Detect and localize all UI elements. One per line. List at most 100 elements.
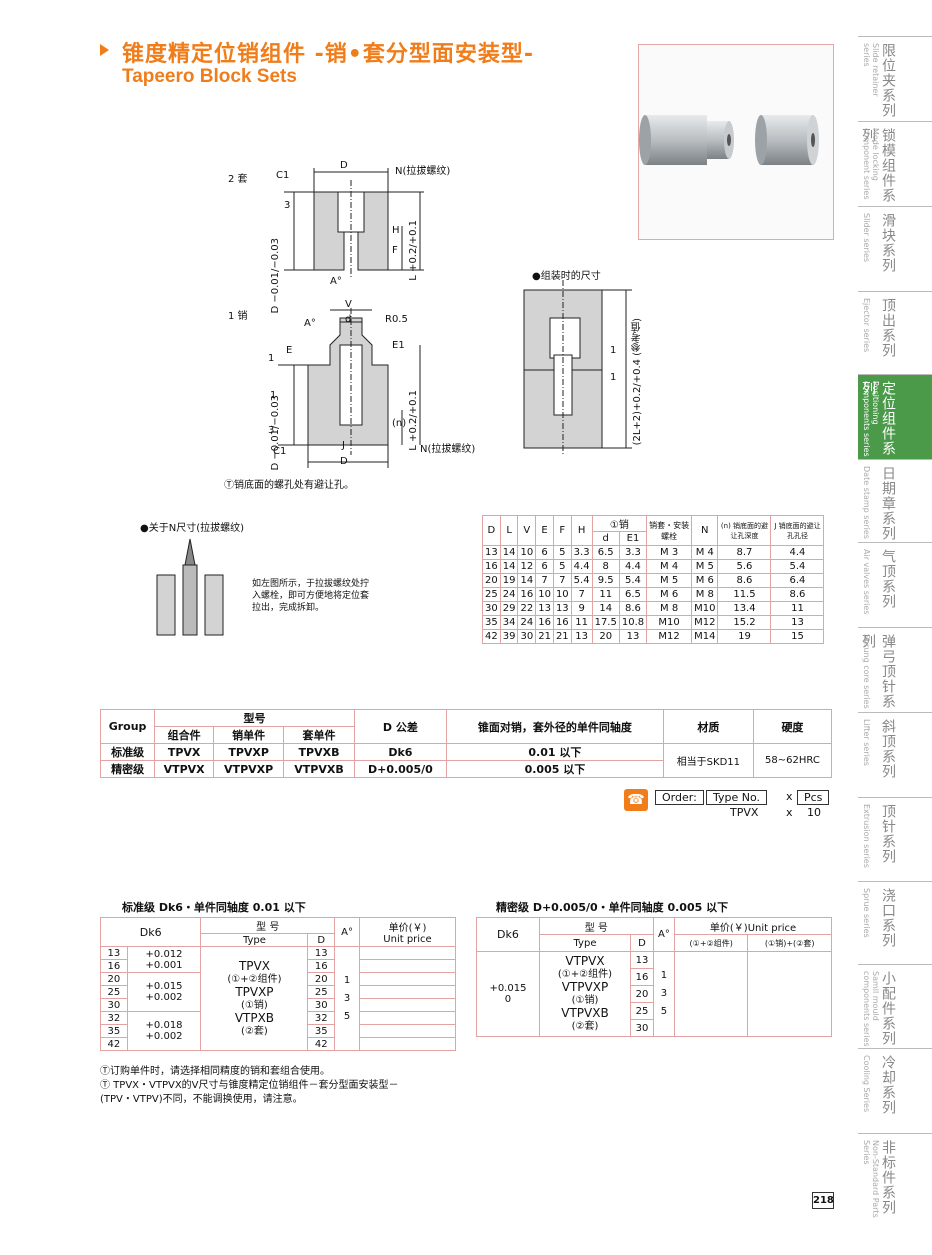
label-l-tol-bottom: L +0.2/+0.1: [408, 390, 419, 451]
dimension-table: D L V E F H ①销 销套・安装螺栓 N (n) 销底面的避让孔深度 J…: [482, 515, 825, 644]
order-type-no: Type No.: [706, 790, 768, 805]
technical-drawing: [278, 168, 632, 468]
std-caption: 标准级 Dk6・单件同轴度 0.01 以下: [122, 901, 306, 914]
assembly-dim: (2L+2)+0.2/+0.4 (参考值): [632, 318, 643, 446]
side-tab[interactable]: 顶出系列 Ejector series: [858, 291, 932, 375]
side-tab-label-en: Samll mould components series: [862, 971, 880, 1047]
side-tab-label-en: Sprung core series: [862, 634, 871, 709]
label-a-top: A°: [330, 276, 342, 287]
label-j: J: [342, 440, 345, 451]
side-tab[interactable]: 气顶系列 Air valves series: [858, 542, 932, 628]
label-c1-top: C1: [276, 170, 290, 181]
label-d-top: D: [340, 160, 348, 171]
side-tab-label-en: Cooling Series: [862, 1055, 871, 1113]
product-photo: [638, 44, 834, 240]
page-title: 锥度精定位销组件 -销•套分型面安装型-: [122, 42, 534, 67]
side-tab-label: 弹弓顶针系列: [860, 634, 896, 709]
side-tab-label: 锁模组件系列: [860, 128, 896, 203]
side-tab[interactable]: 冷却系列 Cooling Series: [858, 1048, 932, 1134]
side-tab-label-en: Positioning components series: [862, 381, 880, 457]
label-3-top: 3: [284, 200, 291, 211]
side-tab-label-en: Non-Standard Parts Series: [862, 1140, 880, 1218]
prec-caption: 精密级 D+0.005/0・单件同轴度 0.005 以下: [496, 901, 729, 914]
order-x1: x: [786, 790, 793, 803]
label-1d: 1: [610, 372, 617, 383]
side-tab-label: 气顶系列: [880, 549, 896, 609]
side-tab-label: 顶针系列: [880, 804, 896, 864]
title-arrow-icon: [100, 44, 109, 56]
n-size-drawing: [156, 538, 224, 636]
side-tab-label-en: Air valves series: [862, 549, 871, 615]
side-tab[interactable]: 日期章系列 Date stamp series: [858, 459, 932, 543]
label-pin: 1 销: [228, 311, 248, 322]
group-table: Group 型号 D 公差 锥面对销，套外径的单件同轴度 材质 硬度 组合件 销…: [99, 709, 833, 778]
page-number: 218: [812, 1192, 834, 1209]
notes: Ⓣ订购单件时，请选择相同精度的销和套组合使用。 Ⓣ TPVX・VTPVX的V尺寸…: [100, 1066, 399, 1105]
side-tab[interactable]: 滑块系列 Slider series: [858, 206, 932, 292]
side-tab[interactable]: 顶针系列 Extrusion series: [858, 797, 932, 882]
side-tab-label-en: Slide retainer series: [862, 43, 880, 97]
assembly-title: ●组装时的尺寸: [532, 271, 601, 282]
label-n-paren: (n): [392, 418, 407, 429]
order-pcs: Pcs: [797, 790, 830, 805]
label-d-tol-top: D −0.01/−0.03: [270, 238, 281, 314]
side-tab-label: 浇口系列: [880, 888, 896, 948]
n-size-desc: 如左图所示，于拉拔螺纹处拧 入螺栓，即可方便地将定位套 拉出，完成拆卸。: [252, 579, 370, 613]
order-x2: x: [786, 806, 793, 819]
label-a-bottom: A°: [304, 318, 316, 329]
side-tab-label-en: Date stamp series: [862, 466, 871, 539]
side-tab-label: 滑块系列: [880, 213, 896, 273]
label-d-bottom: D: [340, 456, 348, 467]
page-subtitle: Tapeero Block Sets: [122, 66, 297, 87]
side-tab-label: 小配件系列: [880, 971, 896, 1046]
label-3-bottom: 3: [268, 425, 275, 436]
label-v: V: [345, 299, 352, 310]
label-1c: 1: [610, 345, 617, 356]
phone-icon: ☎: [624, 789, 648, 811]
label-sleeve: 2 套: [228, 174, 248, 185]
side-tab-label-en: Extrusion series: [862, 804, 871, 868]
label-n-pull-bottom: N(拉拔螺纹): [420, 444, 476, 455]
label-e: E: [286, 345, 293, 356]
side-tab-label-en: Slider series: [862, 213, 871, 263]
side-tab-label-en: Ejector series: [862, 298, 871, 353]
order-example-qty: 10: [807, 806, 821, 819]
side-tab-label-en: Mode locking component series: [862, 128, 880, 200]
side-tab-label: 日期章系列: [880, 466, 896, 541]
label-n-pull-top: N(拉拔螺纹): [395, 166, 451, 177]
label-d-small: d: [345, 314, 352, 325]
label-r05: R0.5: [385, 314, 408, 325]
order-label: Order:: [655, 790, 704, 805]
side-tab-label: 限位夹系列: [880, 43, 896, 118]
label-e1: E1: [392, 340, 405, 351]
label-l-tol-top: L +0.2/+0.1: [408, 220, 419, 281]
label-1b: 1: [270, 390, 277, 401]
label-1a: 1: [268, 353, 275, 364]
side-tab-label: 非标件系列: [880, 1140, 896, 1215]
order-example-type: TPVX: [730, 806, 759, 819]
label-h: H: [392, 225, 400, 236]
side-tab-label-en: Lifter series: [862, 719, 871, 766]
side-tab-label: 冷却系列: [880, 1055, 896, 1115]
side-tab-label: 顶出系列: [880, 298, 896, 358]
label-f: F: [392, 245, 398, 256]
side-tab-label: 定位组件系列: [860, 381, 896, 456]
n-size-title: ●关于N尺寸(拉拔螺纹): [140, 523, 245, 534]
